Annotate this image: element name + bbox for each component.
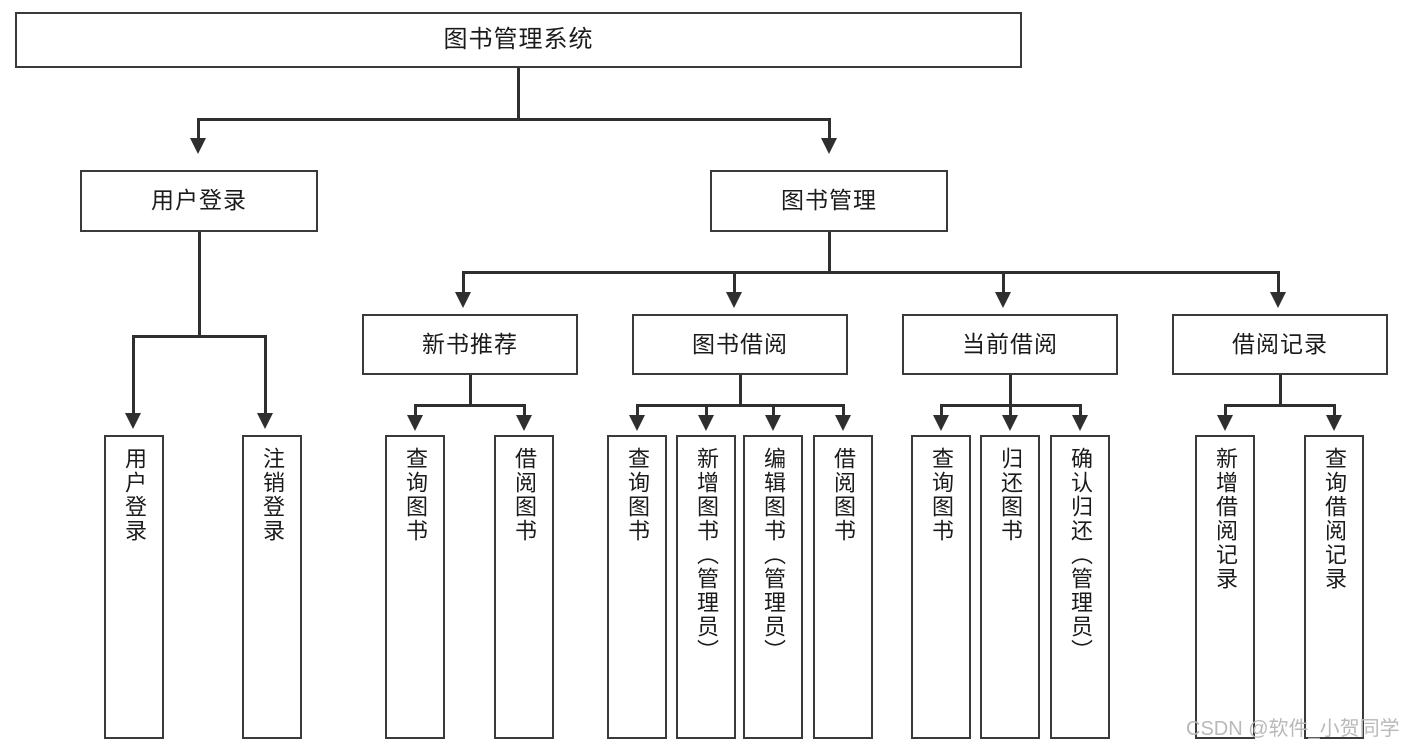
node-new-book-recommend[interactable]: 新书推荐: [362, 314, 578, 375]
leaf-add-book-admin[interactable]: 新增图书（管理员）: [676, 435, 736, 739]
arrow-to-new-book-rec: [455, 292, 471, 308]
leaf-label: 借阅图书: [511, 447, 537, 543]
leaf-label: 归还图书: [997, 447, 1023, 543]
connector-newbook-drop-1: [414, 404, 417, 417]
connector-currentborrow-drop-1: [940, 404, 943, 417]
connector-userlogin-drop-1: [132, 335, 135, 415]
arrow-to-leaf-borrow-book-1: [516, 415, 532, 431]
connector-borrowrecord-bus: [1224, 404, 1336, 407]
leaf-add-borrow-record[interactable]: 新增借阅记录: [1195, 435, 1255, 739]
connector-newbook-drop-2: [523, 404, 526, 417]
connector-currentborrow-drop-2: [1009, 404, 1012, 417]
node-current-borrow[interactable]: 当前借阅: [902, 314, 1118, 375]
arrow-to-leaf-query-book-2: [629, 415, 645, 431]
connector-borrowrecord-stem: [1279, 375, 1282, 404]
connector-bookmanage-stem: [828, 232, 831, 271]
connector-root-drop-2: [828, 118, 831, 140]
arrow-to-user-login: [190, 138, 206, 154]
node-label: 新书推荐: [422, 330, 518, 357]
arrow-to-leaf-edit-book: [765, 415, 781, 431]
node-label: 图书管理系统: [443, 25, 594, 53]
arrow-to-borrow-record: [1270, 292, 1286, 308]
arrow-to-leaf-logout: [257, 413, 273, 429]
connector-bookmanage-drop-3: [1002, 271, 1005, 294]
arrow-to-leaf-query-book-3: [933, 415, 949, 431]
leaf-borrow-book-borrow[interactable]: 借阅图书: [813, 435, 873, 739]
leaf-logout[interactable]: 注销登录: [242, 435, 302, 739]
leaf-label: 查询图书: [928, 447, 954, 543]
connector-bookborrow-drop-3: [772, 404, 775, 417]
connector-bookmanage-drop-1: [462, 271, 465, 294]
leaf-query-book-borrow[interactable]: 查询图书: [607, 435, 667, 739]
leaf-query-book-newbook[interactable]: 查询图书: [385, 435, 445, 739]
leaf-query-borrow-record[interactable]: 查询借阅记录: [1304, 435, 1364, 739]
connector-currentborrow-drop-3: [1079, 404, 1082, 417]
node-label: 用户登录: [151, 187, 247, 214]
node-book-manage[interactable]: 图书管理: [710, 170, 948, 232]
node-user-login[interactable]: 用户登录: [80, 170, 318, 232]
arrow-to-leaf-confirm-return: [1072, 415, 1088, 431]
arrow-to-current-borrow: [995, 292, 1011, 308]
arrow-to-leaf-add-book: [698, 415, 714, 431]
leaf-query-book-current[interactable]: 查询图书: [911, 435, 971, 739]
connector-bookborrow-drop-1: [636, 404, 639, 417]
connector-borrowrecord-drop-1: [1224, 404, 1227, 417]
leaf-label: 新增图书（管理员）: [693, 447, 719, 663]
arrow-to-leaf-query-record: [1326, 415, 1342, 431]
connector-currentborrow-stem: [1009, 375, 1012, 404]
node-book-borrow[interactable]: 图书借阅: [632, 314, 848, 375]
connector-newbook-bus: [414, 404, 526, 407]
arrow-to-leaf-return-book: [1002, 415, 1018, 431]
arrow-to-leaf-add-record: [1217, 415, 1233, 431]
node-borrow-record[interactable]: 借阅记录: [1172, 314, 1388, 375]
connector-bookmanage-drop-4: [1277, 271, 1280, 294]
connector-bookmanage-bus: [462, 271, 1280, 274]
leaf-label: 用户登录: [121, 447, 147, 543]
node-label: 图书借阅: [692, 330, 788, 357]
arrow-to-leaf-borrow-book-2: [835, 415, 851, 431]
arrow-to-leaf-user-login: [125, 413, 141, 429]
arrow-to-book-manage: [821, 138, 837, 154]
leaf-user-login[interactable]: 用户登录: [104, 435, 164, 739]
leaf-borrow-book-newbook[interactable]: 借阅图书: [494, 435, 554, 739]
arrow-to-leaf-query-book-1: [407, 415, 423, 431]
connector-bookborrow-bus: [636, 404, 845, 407]
leaf-label: 确认归还（管理员）: [1067, 447, 1093, 663]
connector-newbook-stem: [469, 375, 472, 404]
leaf-label: 查询图书: [624, 447, 650, 543]
arrow-to-book-borrow: [726, 292, 742, 308]
connector-borrowrecord-drop-2: [1333, 404, 1336, 417]
connector-root-stem: [517, 68, 520, 118]
leaf-label: 编辑图书（管理员）: [760, 447, 786, 663]
leaf-edit-book-admin[interactable]: 编辑图书（管理员）: [743, 435, 803, 739]
connector-bookborrow-drop-4: [842, 404, 845, 417]
node-label: 图书管理: [781, 187, 877, 214]
connector-root-bus: [197, 118, 831, 121]
leaf-label: 借阅图书: [830, 447, 856, 543]
node-label: 当前借阅: [962, 330, 1058, 357]
leaf-label: 查询图书: [402, 447, 428, 543]
leaf-label: 新增借阅记录: [1212, 447, 1238, 591]
connector-userlogin-bus: [132, 335, 267, 338]
connector-userlogin-stem: [198, 232, 201, 335]
node-label: 借阅记录: [1232, 330, 1328, 357]
leaf-label: 查询借阅记录: [1321, 447, 1347, 591]
leaf-confirm-return-admin[interactable]: 确认归还（管理员）: [1050, 435, 1110, 739]
leaf-label: 注销登录: [259, 447, 285, 543]
leaf-return-book[interactable]: 归还图书: [980, 435, 1040, 739]
connector-bookborrow-stem: [739, 375, 742, 404]
node-root-system[interactable]: 图书管理系统: [15, 12, 1022, 68]
connector-root-drop-1: [197, 118, 200, 140]
connector-bookmanage-drop-2: [733, 271, 736, 294]
connector-bookborrow-drop-2: [705, 404, 708, 417]
connector-userlogin-drop-2: [264, 335, 267, 415]
